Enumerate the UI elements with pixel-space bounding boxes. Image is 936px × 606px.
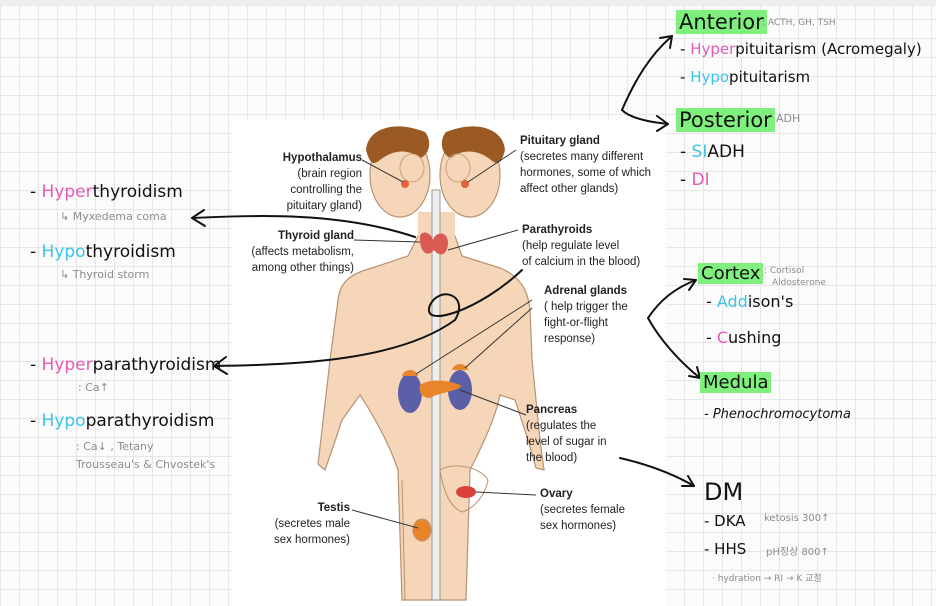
- note-hydration: · hydration → RI → K 교정: [712, 574, 822, 584]
- note-ketosis: ketosis 300↑: [764, 513, 830, 524]
- note-anterior-hormones: : ACTH, GH, TSH: [762, 18, 836, 28]
- note-addisons: - Addison's: [706, 292, 794, 311]
- thyroid-gland: [419, 232, 448, 255]
- brain-left: [399, 153, 425, 183]
- note-di: - DI: [680, 170, 710, 190]
- top-toolbar-strip: [0, 0, 936, 6]
- note-hyperpituitarism: - Hyperpituitarism (Acromegaly): [680, 40, 922, 58]
- note-cushing: - Cushing: [706, 328, 782, 347]
- note-pheochromocytoma: - Phenochromocytoma: [704, 407, 851, 422]
- note-hyperthyroidism: - Hyperthyroidism: [30, 182, 183, 202]
- note-adh: ADH: [776, 112, 801, 125]
- body-silhouette: [317, 235, 545, 601]
- hand-arrows: [191, 35, 701, 487]
- note-hhs-detail: pH정상 800↑: [766, 547, 829, 558]
- note-thyroid-storm: ↳ Thyroid storm: [60, 268, 150, 281]
- adrenal-left: [402, 370, 418, 376]
- label-adrenal: Adrenal glands ( help trigger the fight-…: [544, 285, 628, 345]
- note-cortex: Cortex: [698, 263, 764, 284]
- note-medula: Medula: [700, 372, 772, 393]
- kidney-left: [398, 373, 422, 413]
- label-pancreas: Pancreas (regulates the level of sugar i…: [526, 404, 607, 464]
- brain-right: [445, 153, 471, 183]
- note-hypopituitarism: - Hypopituitarism: [680, 68, 811, 86]
- pelvis: [439, 465, 489, 513]
- note-ca-up: : Ca↑: [78, 381, 109, 394]
- leg-divider: [401, 479, 406, 601]
- leader-lines: [351, 149, 537, 529]
- label-parathyroids: Parathyroids (help regulate level of cal…: [522, 224, 641, 268]
- note-anterior: Anterior: [676, 10, 767, 34]
- ovary: [456, 486, 476, 498]
- note-hhs: - HHS: [704, 540, 747, 558]
- note-hypoparathyroidism: - Hypoparathyroidism: [30, 411, 215, 431]
- label-pituitary: Pituitary gland (secretes many different…: [520, 135, 652, 195]
- adrenal-right: [452, 364, 468, 370]
- note-cortisol: : Cortisol: [764, 266, 805, 276]
- note-trousseau-chvostek: Trousseau's & Chvostek's: [76, 458, 216, 471]
- note-hypothyroidism: - Hypothyroidism: [30, 242, 176, 262]
- testis: [412, 518, 432, 542]
- pancreas: [419, 380, 462, 398]
- label-hypothalamus: Hypothalamus (brain region controlling t…: [282, 152, 362, 212]
- label-thyroid: Thyroid gland (affects metabolism, among…: [251, 230, 354, 274]
- label-testis: Testis (secretes male sex hormones): [273, 502, 350, 546]
- note-myxedema: ↳ Myxedema coma: [60, 210, 167, 223]
- note-ca-down-tetany: : Ca↓ , Tetany: [76, 440, 154, 453]
- label-ovary: Ovary (secretes female sex hormones): [540, 488, 626, 532]
- note-posterior: Posterior: [676, 108, 775, 132]
- note-hyperparathyroidism: - Hyperparathyroidism: [30, 355, 222, 375]
- note-dka: - DKA: [704, 512, 746, 530]
- note-dm: DM: [704, 478, 744, 506]
- note-siadh: - SIADH: [680, 142, 745, 162]
- note-aldosterone: Aldosterone: [772, 278, 826, 288]
- pituitary-dot-right: [461, 180, 469, 188]
